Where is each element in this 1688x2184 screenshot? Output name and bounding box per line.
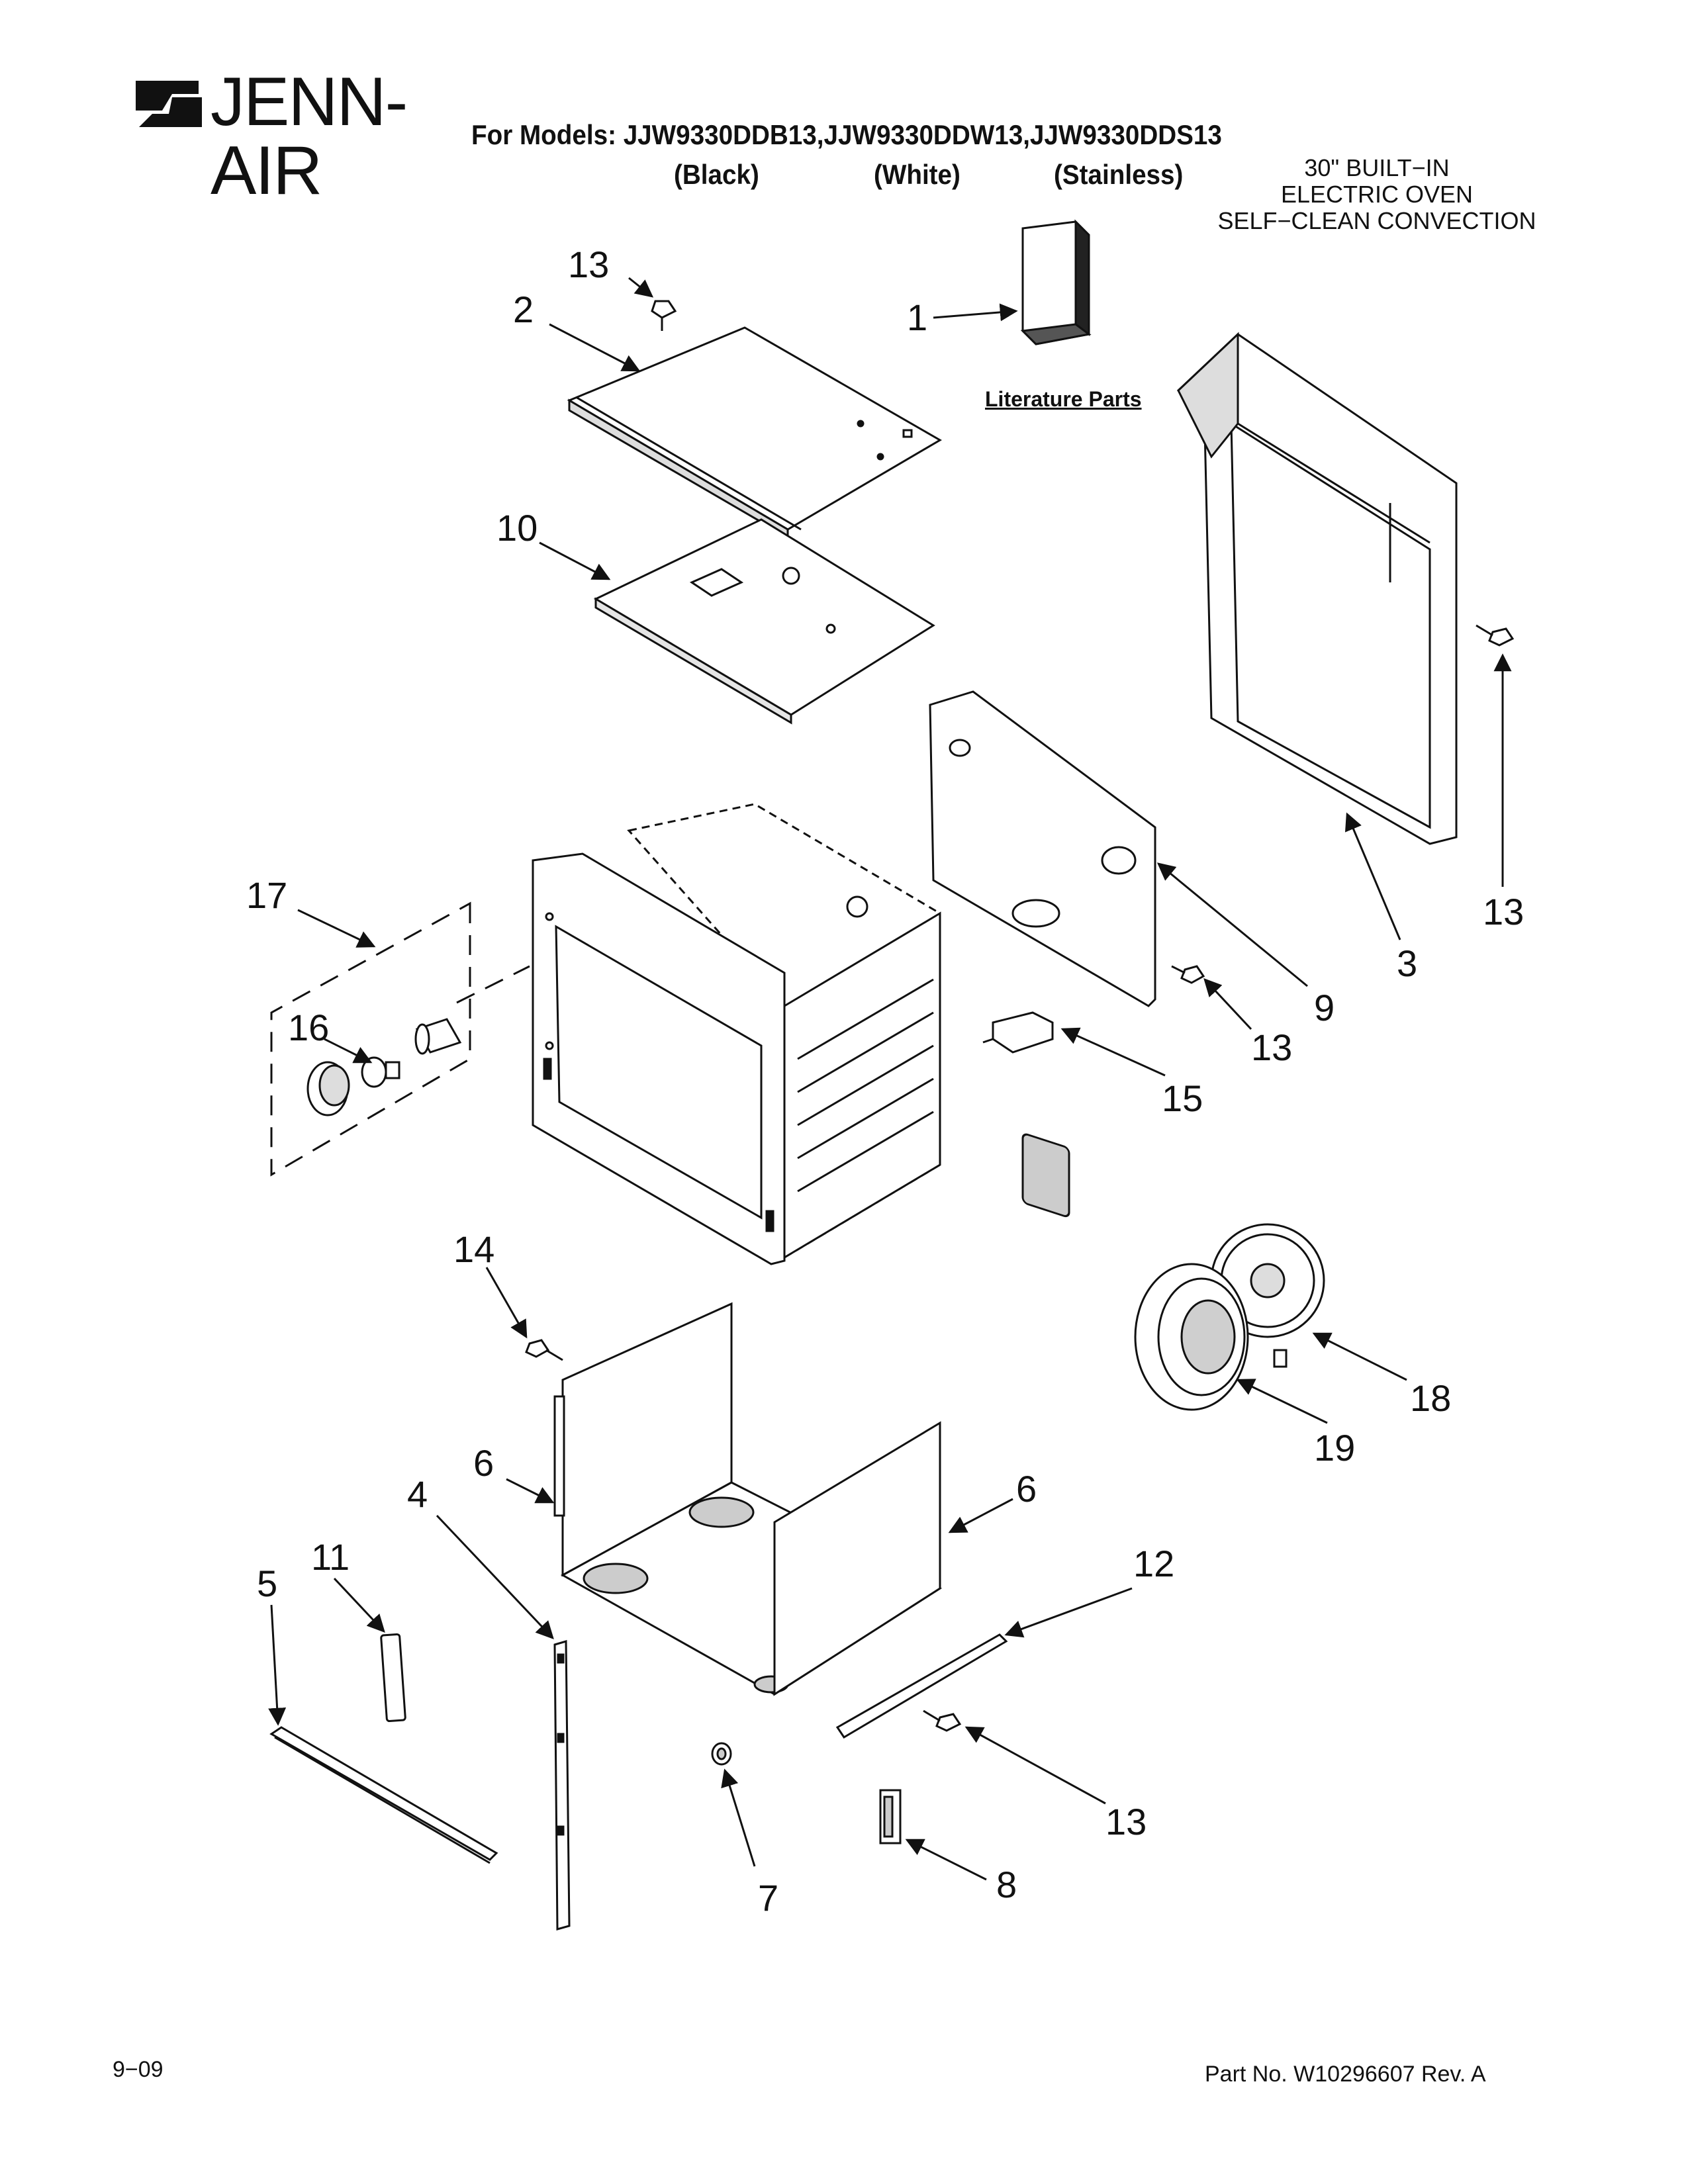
strap-bracket [380,1633,406,1723]
callout-12: 12 [1133,1543,1175,1584]
screw-side-panel [525,1339,563,1361]
leader-1 [933,303,1018,322]
callout-14: 14 [453,1228,495,1270]
brand-name: JENN-AIR [211,64,408,209]
leader-16 [324,1038,373,1064]
convection-fan-cover [1134,1263,1249,1411]
grommet [711,1742,732,1766]
light-socket [414,1018,462,1055]
side-panel-right [773,1421,941,1696]
callout-16: 16 [288,1007,330,1048]
callout-10: 10 [496,507,538,549]
callout-7: 7 [758,1877,779,1919]
leader-17 [297,909,376,948]
screw-wrapper [1476,624,1515,647]
leader-3 [1344,812,1401,940]
footer-date: 9−09 [113,2057,164,2082]
callout-13-rear: 13 [1251,1026,1293,1068]
bottom-rail [269,1726,498,1864]
leader-5 [268,1604,287,1726]
callout-6-right: 6 [1016,1468,1037,1510]
leader-13-front [964,1726,1106,1805]
callout-5: 5 [257,1563,278,1604]
leader-12 [1004,1587,1133,1638]
description-line-1: 30" BUILT−IN [1304,154,1450,181]
variant-stainless: (Stainless) [1054,159,1184,190]
footer-part-number: Part No. W10296607 Rev. A [1205,2062,1486,2087]
leader-7 [721,1768,756,1867]
front-rail [835,1633,1008,1739]
callout-15: 15 [1162,1077,1203,1119]
front-frame [532,852,786,1265]
hinge-receptacle [879,1789,902,1844]
leader-9 [1156,862,1308,987]
light-assembly-kit [270,901,530,1177]
leader-6-left [506,1478,555,1504]
leader-15 [1060,1027,1166,1077]
door-switch [982,1011,1054,1054]
variant-white: (White) [874,159,961,190]
screw-rear-panel [1171,965,1205,984]
outer-wrapper [1177,332,1458,845]
brand-logo-icon [136,81,202,127]
screw-front-rail [923,1709,962,1732]
leader-2 [549,323,641,372]
leader-8 [905,1839,987,1881]
leader-19 [1236,1379,1328,1424]
leader-6-right [948,1498,1013,1533]
callout-8: 8 [996,1864,1017,1905]
callout-3: 3 [1397,942,1418,984]
leader-14 [485,1267,528,1339]
rear-panel [929,690,1156,1218]
description-line-3: SELF−CLEAN CONVECTION [1217,207,1536,234]
callout-13-front: 13 [1105,1801,1147,1843]
light-bulb [361,1056,400,1088]
description-line-2: ELECTRIC OVEN [1280,181,1474,208]
product-description: 30" BUILT−IN ELECTRIC OVEN SELF−CLEAN CO… [1198,155,1556,234]
literature-parts-label: Literature Parts [985,387,1142,411]
top-panel [567,326,942,539]
insulation-board [593,518,935,725]
callout-19: 19 [1314,1427,1356,1469]
leader-11 [333,1577,385,1633]
models-line: For Models: JJW9330DDB13,JJW9330DDW13,JJ… [471,119,1222,150]
callout-11: 11 [311,1536,350,1578]
callout-2: 2 [513,289,534,330]
leader-13-top [628,277,654,298]
literature-parts-book [1020,219,1092,345]
light-lens [306,1061,350,1116]
brand-logo: JENN-AIR [132,66,477,205]
variant-black: (Black) [674,159,759,190]
callout-13-top: 13 [568,244,610,285]
callout-18: 18 [1410,1377,1452,1419]
side-rail [553,1640,571,1931]
leader-18 [1312,1332,1407,1381]
screw-top [651,300,677,331]
callout-4: 4 [407,1473,428,1515]
callout-9: 9 [1314,987,1335,1028]
callout-1: 1 [907,296,928,338]
callout-13-wrapper: 13 [1483,891,1524,933]
leader-10 [539,541,611,580]
leader-4 [436,1514,554,1639]
callout-6-left: 6 [473,1442,494,1484]
leader-13-rear [1203,978,1252,1030]
callout-17: 17 [246,874,288,916]
